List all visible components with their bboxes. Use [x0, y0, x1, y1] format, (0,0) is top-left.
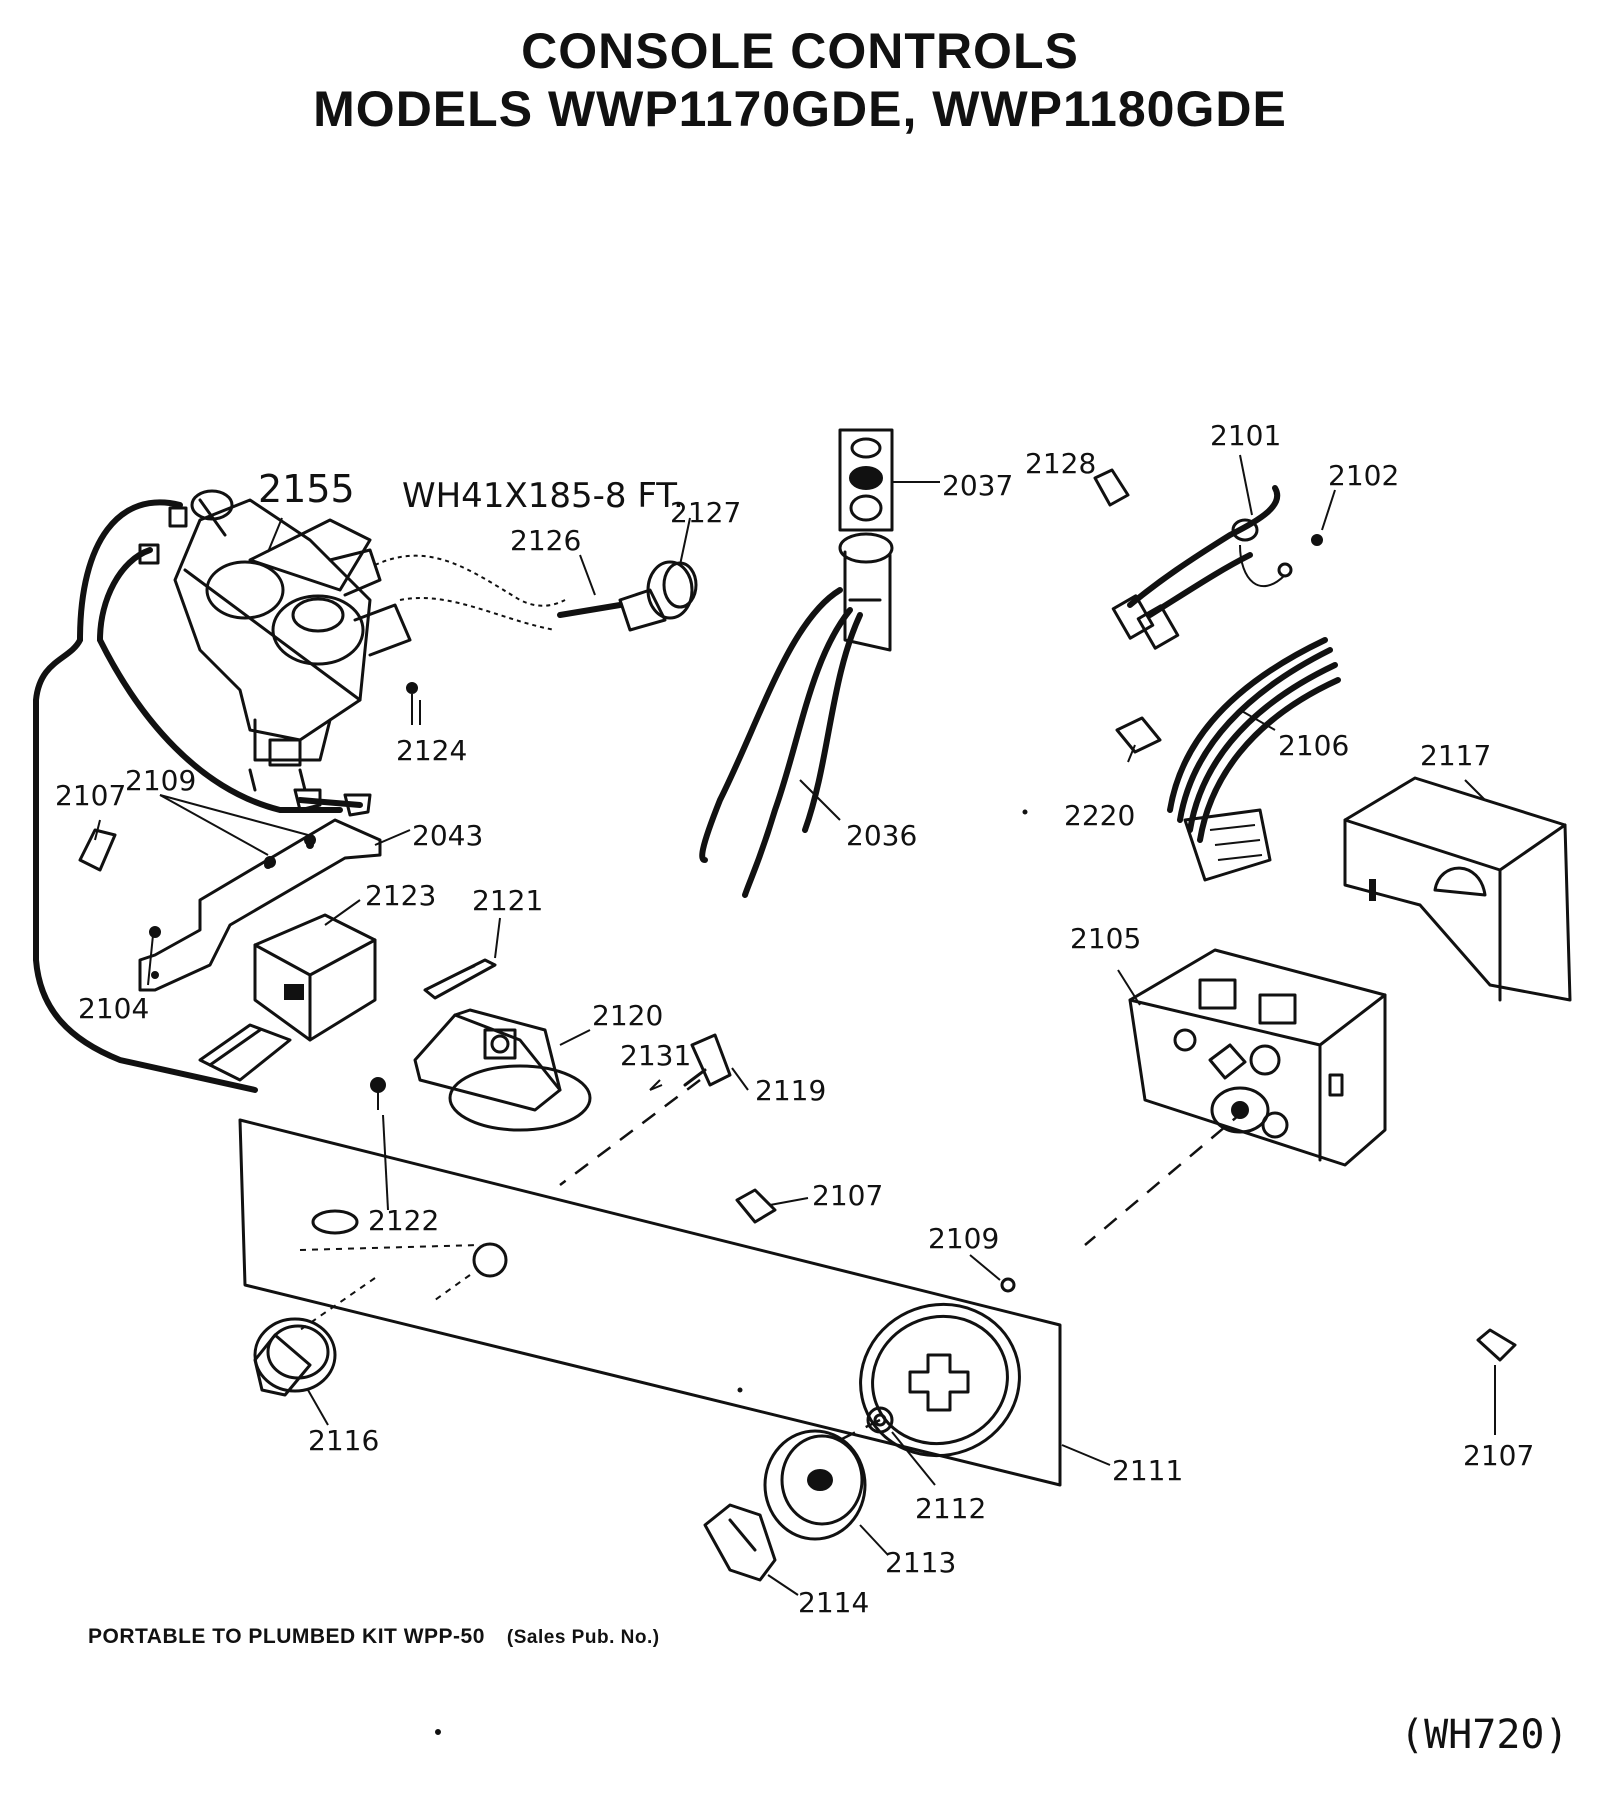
callout-2112: 2112	[915, 1492, 986, 1525]
callout-2126: 2126	[510, 524, 581, 557]
timer-cover-2117	[1343, 776, 1572, 1002]
callout-2128: 2128	[1025, 447, 1096, 480]
knob-2116	[253, 1317, 337, 1397]
pressure-switch-2120	[413, 1008, 592, 1132]
clip-2107-panel	[735, 1188, 777, 1224]
timer-2105	[1128, 948, 1387, 1167]
knob-2114	[703, 1503, 777, 1582]
plate-2121	[423, 958, 497, 1000]
callout-2101: 2101	[1210, 419, 1281, 452]
hose-connector-2127	[646, 560, 698, 620]
washer-2112	[866, 1406, 894, 1434]
callout-labels: 2155 WH41X185-8 FT. 2126 2127 2037 2128 …	[55, 419, 1534, 1619]
assembly-alignment-lines	[299, 1079, 1246, 1442]
callout-2220: 2220	[1064, 799, 1135, 832]
callout-2037: 2037	[942, 469, 1013, 502]
mounting-bracket-2043	[138, 818, 382, 992]
callout-2127: 2127	[670, 496, 741, 529]
fill-hose-2126	[374, 554, 667, 632]
screws-2109-left	[264, 834, 316, 868]
strainer-stack-2037	[838, 428, 894, 532]
callout-2102: 2102	[1328, 459, 1399, 492]
leader-lines	[94, 454, 1496, 1596]
diagram-subtitle-models: MODELS WWP1170GDE, WWP1180GDE	[313, 81, 1287, 137]
kit-footnote: PORTABLE TO PLUMBED KIT WPP-50 (Sales Pub…	[88, 1625, 660, 1649]
screw-2122	[370, 1077, 386, 1110]
callout-2109-a: 2109	[125, 764, 196, 797]
drain-fitting-and-tubes-2036	[699, 532, 894, 898]
callout-2113: 2113	[885, 1546, 956, 1579]
callout-2106: 2106	[1278, 729, 1349, 762]
callout-2107-c: 2107	[1463, 1439, 1534, 1472]
callout-2117: 2117	[1420, 739, 1491, 772]
toggle-switch-2119	[683, 1033, 732, 1087]
screw-2102	[1311, 534, 1323, 546]
timer-harness-2106	[1167, 637, 1341, 882]
callout-2120: 2120	[592, 999, 663, 1032]
clip-2107-upper-left	[78, 828, 117, 872]
clip-2128	[1093, 468, 1130, 507]
callout-2036: 2036	[846, 819, 917, 852]
callout-2105: 2105	[1070, 922, 1141, 955]
console-panel-2111	[238, 1118, 1062, 1487]
callout-2114: 2114	[798, 1586, 869, 1619]
connector-2220	[1115, 716, 1162, 754]
kit-note: PORTABLE TO PLUMBED KIT WPP-50	[88, 1625, 485, 1648]
callout-2109-b: 2109	[928, 1222, 999, 1255]
wire-lead-2101	[1111, 485, 1293, 650]
screw-2109-right	[1000, 1277, 1016, 1293]
stray-mark	[737, 1387, 743, 1393]
callout-2119: 2119	[755, 1074, 826, 1107]
callout-2155: 2155	[258, 467, 355, 511]
callout-2107-b: 2107	[812, 1179, 883, 1212]
water-valve-assembly	[173, 489, 412, 792]
callout-2122: 2122	[368, 1204, 439, 1237]
lid-switch-2123	[198, 913, 377, 1082]
stray-mark	[435, 1729, 441, 1735]
valve-wiring-harness	[33, 499, 372, 1093]
callout-2131: 2131	[620, 1039, 691, 1072]
callout-2121: 2121	[472, 884, 543, 917]
screw-2124	[406, 682, 418, 725]
callout-2043: 2043	[412, 819, 483, 852]
callout-2123: 2123	[365, 879, 436, 912]
diagram-code: (WH720)	[1400, 1712, 1569, 1758]
callout-hose-note: WH41X185-8 FT.	[402, 476, 684, 516]
callout-2104: 2104	[78, 992, 149, 1025]
callout-2111: 2111	[1112, 1454, 1183, 1487]
clip-2107-lower-right	[1476, 1328, 1517, 1362]
screw-2104	[149, 926, 161, 938]
callout-2116: 2116	[308, 1424, 379, 1457]
stray-mark	[1022, 809, 1028, 815]
callout-2124: 2124	[396, 734, 467, 767]
dial-skirt-2113	[763, 1429, 867, 1541]
diagram-title: CONSOLE CONTROLS	[521, 23, 1079, 79]
callout-2107-a: 2107	[55, 779, 126, 812]
sales-pub-note: (Sales Pub. No.)	[506, 1627, 660, 1648]
